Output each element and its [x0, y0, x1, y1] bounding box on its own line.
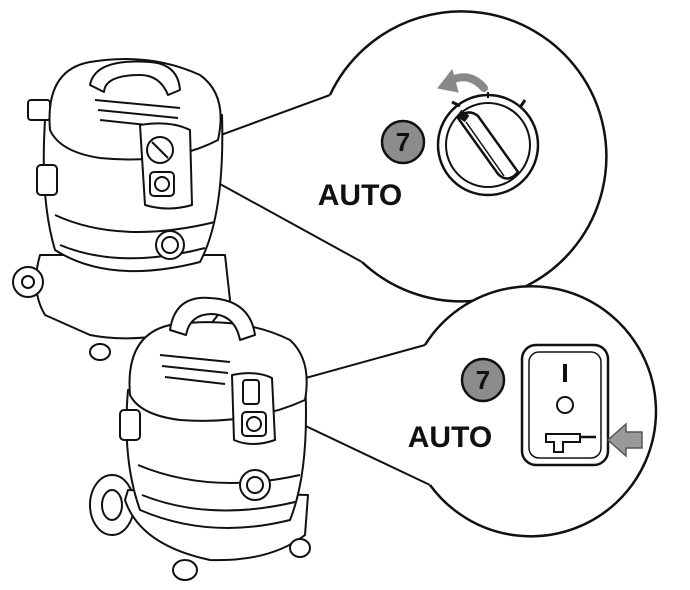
knob-pointer-mark	[456, 109, 470, 123]
switch-on-mark	[563, 364, 567, 382]
callout-switch-badge	[460, 357, 506, 403]
vacuum-rear-latch	[36, 164, 58, 196]
vacuum-front-caster-right	[289, 538, 311, 558]
callout-knob-mode-label: AUTO	[318, 179, 402, 212]
rocker-switch	[520, 343, 610, 467]
rotary-knob	[436, 92, 540, 197]
vacuum-front	[89, 296, 311, 581]
power-tool-icon	[545, 433, 596, 453]
vacuum-rear-caster	[89, 343, 111, 361]
callout-switch-badge-number: 7	[476, 365, 490, 395]
pointer-arrow-icon	[606, 422, 643, 458]
switch-off-mark	[556, 396, 574, 414]
callout-switch: 7 AUTO	[408, 285, 658, 538]
callout-knob-badge-number: 7	[396, 127, 410, 157]
vacuum-front-latch	[119, 409, 141, 441]
callout-knob-badge	[380, 119, 426, 165]
callout-knob: 7 AUTO	[318, 10, 608, 303]
vacuum-rear-handle	[89, 60, 181, 96]
vacuum-front-caster-left	[172, 559, 198, 581]
callout-switch-mode-label: AUTO	[408, 421, 492, 454]
rotate-arrow-icon	[437, 68, 488, 93]
vacuum-front-handle	[169, 296, 256, 341]
vacuum-front-switch	[242, 379, 260, 405]
